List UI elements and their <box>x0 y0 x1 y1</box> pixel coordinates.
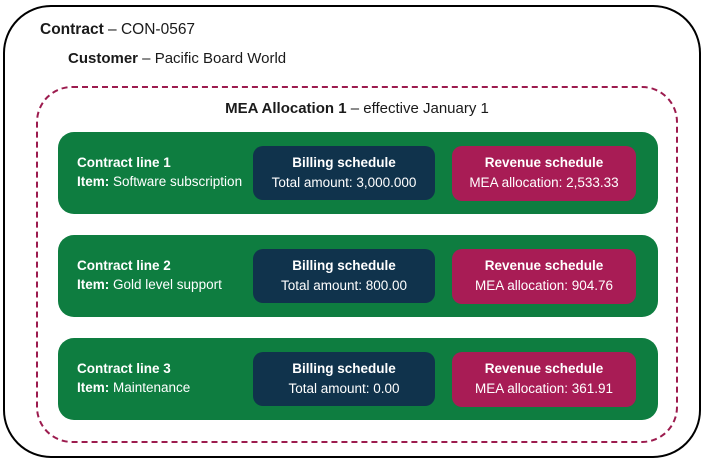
contract-line-2-label: Contract line 2 <box>77 258 171 274</box>
billing-total-amount-3: Total amount: 0.00 <box>288 381 400 396</box>
contract-line-3-label: Contract line 3 <box>77 361 171 377</box>
revenue-mea-allocation-3: MEA allocation: 361.91 <box>474 381 614 396</box>
mea-allocation-name: MEA Allocation 1 <box>225 100 347 117</box>
contract-line-2-item-label: Item: <box>77 277 110 292</box>
revenue-schedule-box-1: Revenue schedule MEA allocation: 2,533.3… <box>452 145 636 201</box>
contract-line-2-text: Contract line 2 Item: Gold level support <box>77 257 253 295</box>
billing-schedule-title-1: Billing schedule <box>292 155 396 171</box>
billing-total-amount-2: Total amount: 800.00 <box>280 278 408 293</box>
contract-line-row-3: Contract line 3 Item: Maintenance Billing… <box>58 338 658 420</box>
revenue-schedule-title-2: Revenue schedule <box>484 258 604 274</box>
billing-schedule-title-3: Billing schedule <box>292 361 396 377</box>
revenue-mea-allocation-2: MEA allocation: 904.76 <box>474 278 614 293</box>
revenue-schedule-box-2: Revenue schedule MEA allocation: 904.76 <box>452 248 636 304</box>
mea-allocation-effective-date: – effective January 1 <box>346 100 489 117</box>
contract-line-1-text: Contract line 1 Item: Software subscripti… <box>77 154 253 192</box>
contract-line-3-text: Contract line 3 Item: Maintenance <box>77 360 253 398</box>
contract-value: – CON-0567 <box>103 21 196 38</box>
contract-line-3-item-value: Maintenance <box>109 380 191 395</box>
revenue-schedule-title-3: Revenue schedule <box>484 361 604 377</box>
mea-allocation-group: MEA Allocation 1 – effective January 1 C… <box>36 86 678 443</box>
revenue-mea-allocation-1: MEA allocation: 2,533.33 <box>469 175 619 190</box>
contract-label: Contract <box>40 21 104 38</box>
customer-title: Customer – Pacific Board World <box>68 50 286 67</box>
contract-line-3-item-label: Item: <box>77 380 110 395</box>
customer-value: – Pacific Board World <box>138 50 287 67</box>
contract-line-row-1: Contract line 1 Item: Software subscripti… <box>58 132 658 214</box>
contract-lines: Contract line 1 Item: Software subscripti… <box>58 132 658 441</box>
billing-schedule-box-3: Billing schedule Total amount: 0.00 <box>253 352 435 406</box>
contract-line-1-item-label: Item: <box>77 174 110 189</box>
contract-line-1-label: Contract line 1 <box>77 155 171 171</box>
billing-schedule-box-1: Billing schedule Total amount: 3,000.000 <box>253 146 435 200</box>
revenue-schedule-title-1: Revenue schedule <box>484 155 604 171</box>
billing-schedule-title-2: Billing schedule <box>292 258 396 274</box>
contract-line-2-item-value: Gold level support <box>109 277 222 292</box>
contract-line-1-item-value: Software subscription <box>109 174 243 189</box>
billing-total-amount-1: Total amount: 3,000.000 <box>271 175 417 190</box>
customer-label: Customer <box>68 50 139 67</box>
revenue-schedule-box-3: Revenue schedule MEA allocation: 361.91 <box>452 351 636 407</box>
contract-title: Contract – CON-0567 <box>40 21 195 39</box>
billing-schedule-box-2: Billing schedule Total amount: 800.00 <box>253 249 435 303</box>
mea-allocation-title: MEA Allocation 1 – effective January 1 <box>38 100 676 117</box>
